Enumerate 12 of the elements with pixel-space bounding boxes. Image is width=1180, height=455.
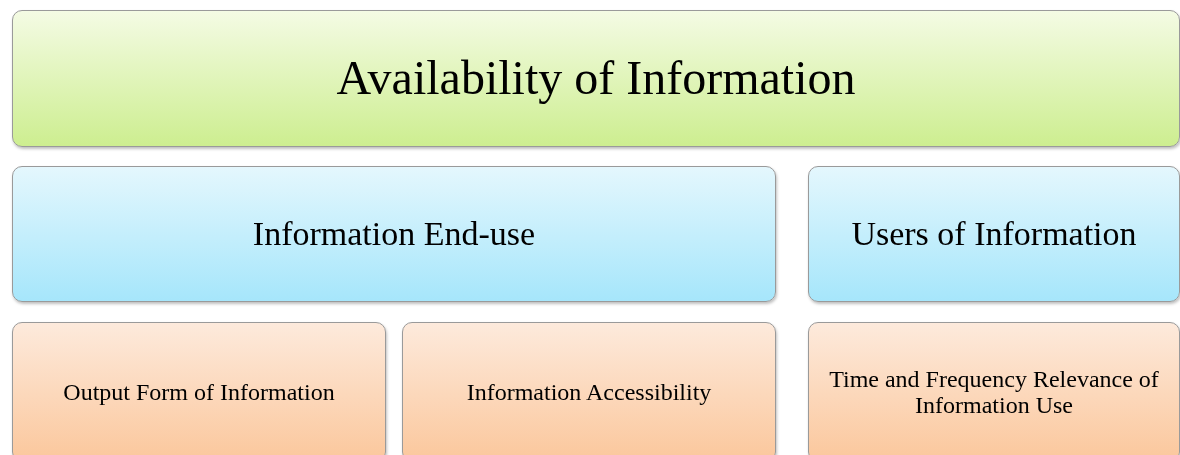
category-box: [808, 166, 1180, 302]
factor-box: [402, 322, 776, 455]
box-label: Availability of Information: [336, 52, 856, 105]
box-label: Time and Frequency Relevance of Information Use: [828, 365, 1160, 419]
box-label: Output Form of Information: [63, 378, 335, 406]
box-label: Information End-use: [252, 215, 536, 253]
box-label: Information Accessibility: [466, 378, 712, 406]
heading-box: [12, 10, 1180, 147]
category-box: [12, 166, 776, 302]
box-label: Users of Information: [851, 215, 1137, 253]
factor-box: [12, 322, 386, 455]
factor-box: [808, 322, 1180, 455]
